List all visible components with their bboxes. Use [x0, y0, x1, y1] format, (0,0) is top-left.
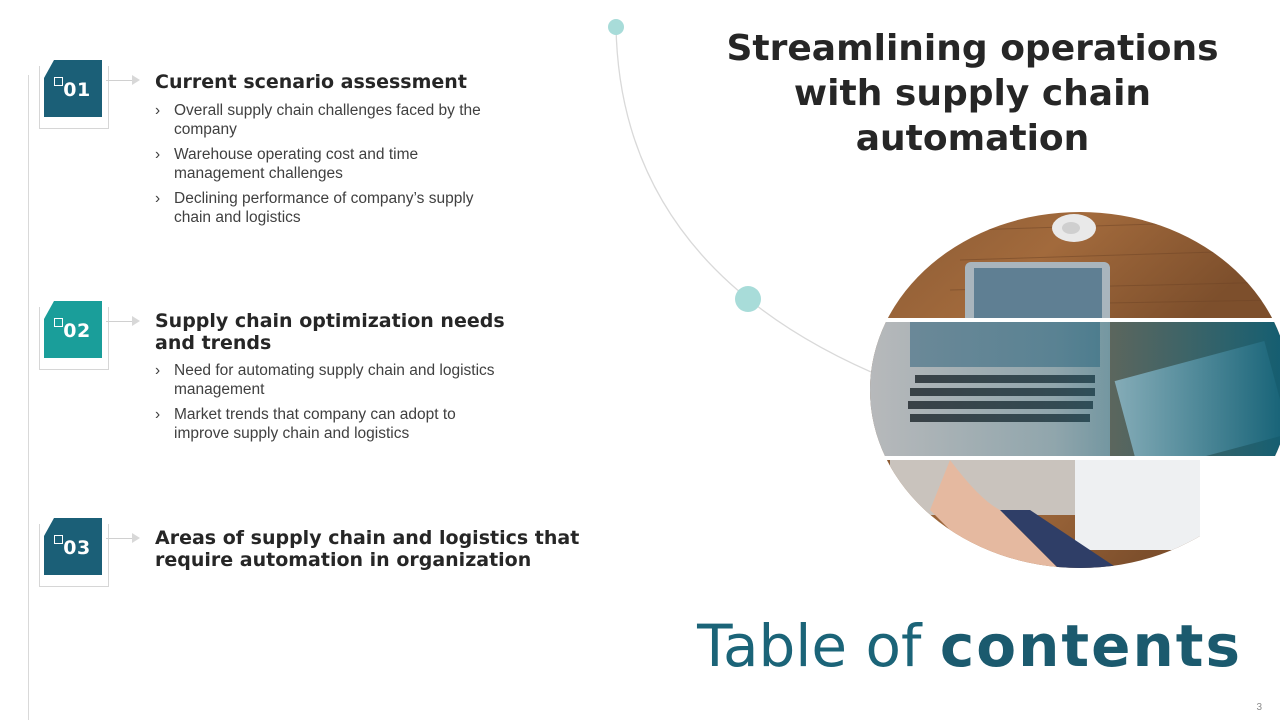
section-03-badge: 03	[39, 518, 110, 587]
badge-dot	[54, 535, 63, 544]
chevron-right-icon: ›	[155, 190, 161, 207]
arc-dot-small	[608, 19, 624, 35]
page-number: 3	[1256, 702, 1262, 713]
list-item: ›Need for automating supply chain and lo…	[155, 362, 495, 398]
connector-line	[106, 80, 134, 81]
bullet-list: ›Overall supply chain challenges faced b…	[155, 101, 495, 233]
toc-heading: Table of contents	[697, 608, 1242, 684]
chevron-right-icon: ›	[155, 146, 161, 163]
number-badge: 03	[44, 518, 102, 575]
list-item: ›Overall supply chain challenges faced b…	[155, 102, 481, 138]
badge-frame	[39, 524, 109, 587]
number-badge: 02	[44, 301, 102, 358]
laptop-photo	[870, 212, 1280, 568]
connector-line	[106, 538, 134, 539]
connector-line	[106, 321, 134, 322]
badge-frame	[39, 307, 109, 370]
section-01-badge: 01	[39, 60, 110, 129]
badge-dot	[54, 77, 63, 86]
chevron-right-icon: ›	[155, 362, 161, 379]
number-badge: 01	[44, 60, 102, 117]
section-number: 01	[63, 78, 91, 101]
timeline-line	[28, 75, 29, 720]
section-title: Areas of supply chain and logistics that…	[155, 527, 580, 571]
bullet-list: ›Need for automating supply chain and lo…	[155, 361, 495, 449]
list-item: ›Warehouse operating cost and time manag…	[155, 146, 419, 182]
section-02-badge: 02	[39, 301, 110, 370]
chevron-right-icon: ›	[155, 406, 161, 423]
arc-dot-large	[735, 286, 761, 312]
badge-dot	[54, 318, 63, 327]
arrow-right-icon	[132, 316, 140, 326]
section-title: Current scenario assessment	[155, 71, 467, 93]
list-item: ›Market trends that company can adopt to…	[155, 406, 456, 442]
badge-frame	[39, 66, 109, 129]
section-number: 03	[63, 536, 91, 559]
arrow-right-icon	[132, 75, 140, 85]
toc-heading-bold: contents	[939, 612, 1242, 680]
section-title: Supply chain optimization needs and tren…	[155, 310, 505, 354]
list-item: ›Declining performance of company’s supp…	[155, 190, 474, 226]
chevron-right-icon: ›	[155, 102, 161, 119]
page-title: Streamlining operations with supply chai…	[726, 28, 1219, 159]
section-number: 02	[63, 319, 91, 342]
arrow-right-icon	[132, 533, 140, 543]
toc-heading-regular: Table of	[697, 612, 922, 680]
